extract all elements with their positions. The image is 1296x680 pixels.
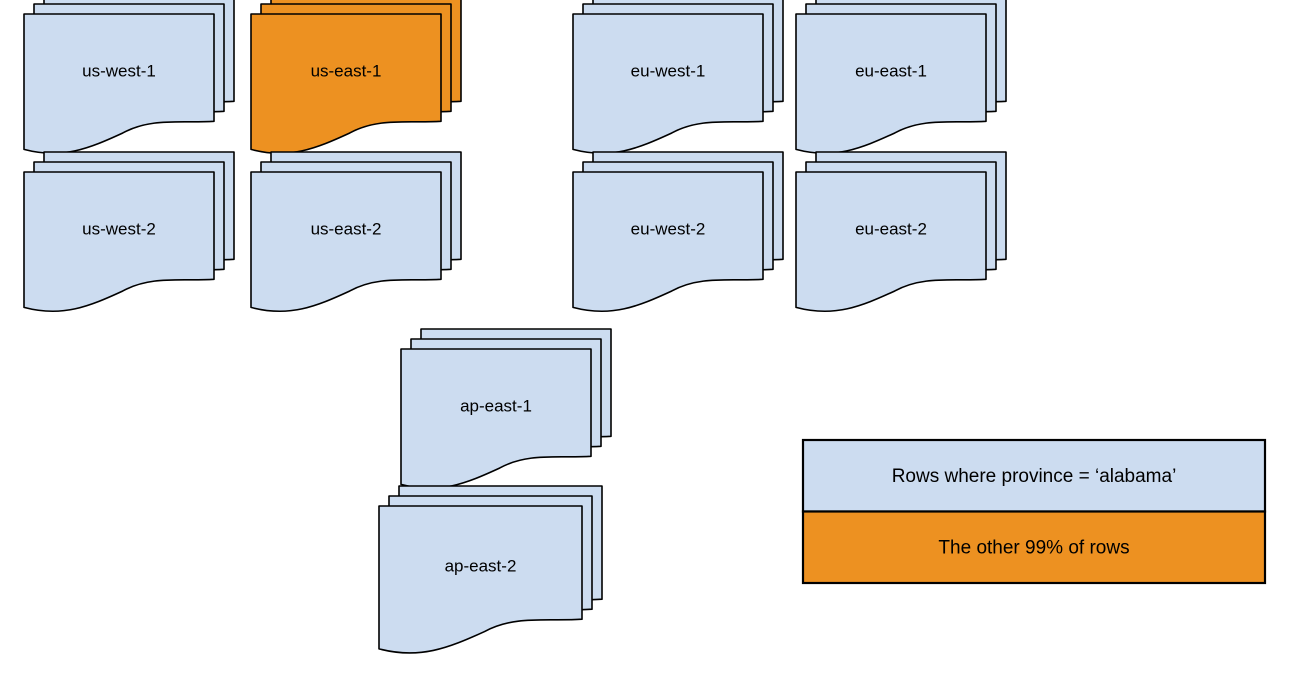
document-sheet-icon bbox=[378, 505, 583, 654]
region-stack-eu-west-1[interactable]: eu-west-1 bbox=[572, 0, 784, 155]
legend-row-legend-blue: Rows where province = ‘alabama’ bbox=[801, 438, 1267, 513]
document-sheet-icon bbox=[795, 13, 987, 155]
region-stack-eu-east-1[interactable]: eu-east-1 bbox=[795, 0, 1007, 155]
document-sheet-icon bbox=[795, 171, 987, 313]
legend-label: The other 99% of rows bbox=[938, 537, 1129, 558]
region-stack-us-west-1[interactable]: us-west-1 bbox=[23, 0, 235, 155]
region-stack-us-west-2[interactable]: us-west-2 bbox=[23, 151, 235, 313]
region-stack-label: ap-east-1 bbox=[460, 396, 532, 415]
region-stacks-layer: us-west-1 us-east-1 eu-west-1 eu-east-1 us-w… bbox=[23, 0, 1007, 654]
region-stack-us-east-2[interactable]: us-east-2 bbox=[250, 151, 462, 313]
region-stack-label: us-west-2 bbox=[82, 219, 156, 238]
legend-row-legend-orange: The other 99% of rows bbox=[801, 510, 1267, 585]
legend-label: Rows where province = ‘alabama’ bbox=[892, 466, 1177, 487]
legend-layer: Rows where province = ‘alabama’ The other… bbox=[801, 438, 1267, 585]
region-stack-label: us-east-2 bbox=[311, 219, 382, 238]
document-sheet-icon bbox=[23, 171, 215, 313]
region-stack-label: eu-east-2 bbox=[855, 219, 927, 238]
region-stack-eu-west-2[interactable]: eu-west-2 bbox=[572, 151, 784, 313]
region-stack-ap-east-2[interactable]: ap-east-2 bbox=[378, 485, 603, 654]
document-sheet-icon bbox=[572, 13, 764, 155]
document-sheet-icon bbox=[400, 348, 592, 490]
region-stack-eu-east-2[interactable]: eu-east-2 bbox=[795, 151, 1007, 313]
document-sheet-icon bbox=[250, 13, 442, 155]
legend-swatch bbox=[801, 510, 1267, 585]
region-stack-label: eu-west-2 bbox=[631, 219, 706, 238]
region-stack-label: us-west-1 bbox=[82, 61, 156, 80]
region-stack-us-east-1[interactable]: us-east-1 bbox=[250, 0, 462, 155]
legend-swatch bbox=[801, 438, 1267, 513]
document-sheet-icon bbox=[572, 171, 764, 313]
document-sheet-icon bbox=[23, 13, 215, 155]
region-stack-label: eu-east-1 bbox=[855, 61, 927, 80]
region-stack-label: ap-east-2 bbox=[445, 557, 517, 576]
document-sheet-icon bbox=[250, 171, 442, 313]
region-stack-label: eu-west-1 bbox=[631, 61, 706, 80]
region-stack-ap-east-1[interactable]: ap-east-1 bbox=[400, 328, 612, 490]
region-stack-label: us-east-1 bbox=[311, 61, 382, 80]
